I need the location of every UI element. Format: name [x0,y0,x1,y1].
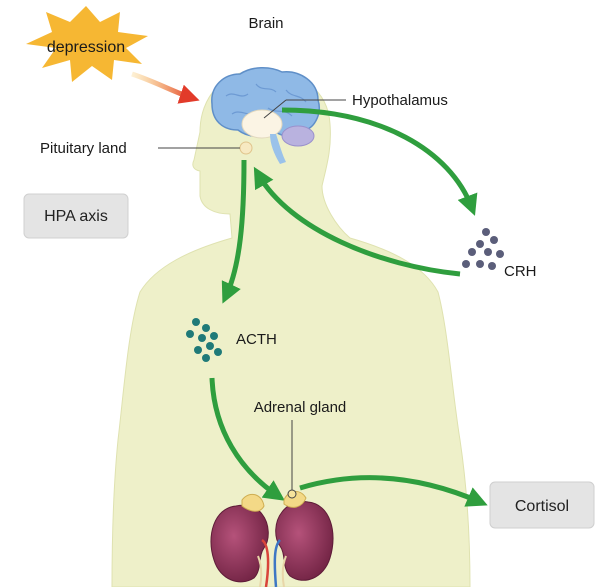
left-adrenal [241,493,265,512]
depression-starburst [26,6,148,82]
left-kidney [210,504,269,583]
arrow-crh-to-pituitary [253,166,461,277]
hypothalamus-label: Hypothalamus [352,92,448,109]
kidneys [210,489,334,587]
hypothalamus-leader [263,99,287,119]
depression-label: depression [47,39,125,56]
pituitary-label: Pituitary land [40,140,127,157]
hpa-axis-label: HPA axis [44,208,108,225]
arrow-hypothalamus-to-crh [281,107,478,216]
adrenal-dot [287,489,297,499]
adrenal-label: Adrenal gland [254,399,347,416]
cerebellum [281,125,315,147]
hypothalamus-region [241,109,283,139]
arrow-acth-to-adrenal [209,377,285,501]
acth-particles [186,318,222,362]
cortisol-box [489,481,595,529]
brain-cerebrum [211,67,320,137]
arrow-adrenal-to-cortisol [299,475,488,507]
crh-label: CRH [504,263,537,280]
pituitary-dot [239,141,253,155]
brain-illustration [211,67,320,164]
brain-label: Brain [248,15,283,32]
red-arrow [131,71,200,104]
brain-stem [270,134,286,164]
cortisol-label: Cortisol [515,498,569,515]
acth-label: ACTH [236,331,277,348]
arrow-pituitary-to-acth [221,159,247,304]
hpa-axis-box [23,193,129,239]
crh-particles [462,228,504,270]
